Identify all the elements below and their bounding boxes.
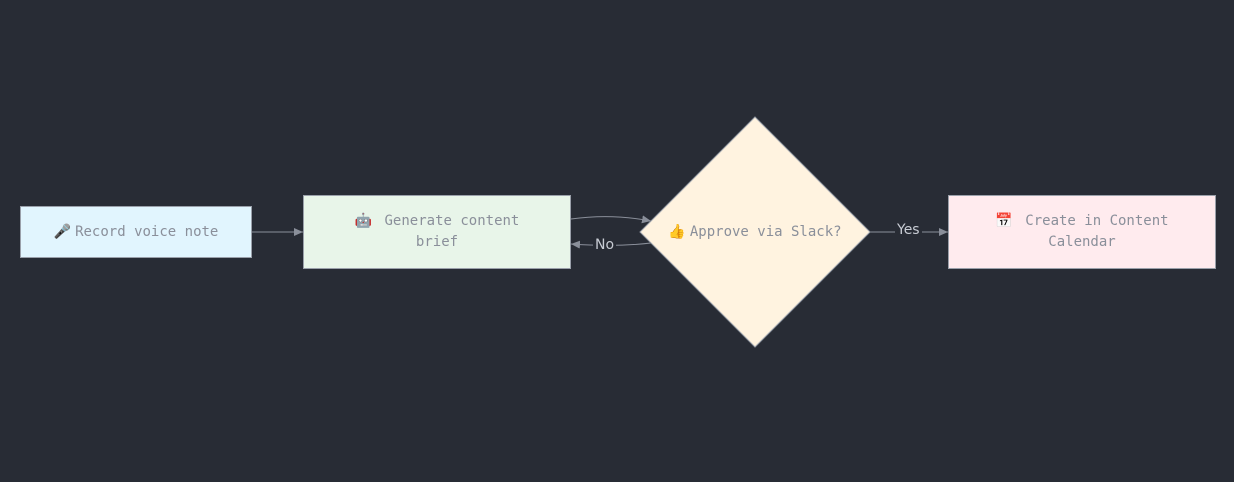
generate-node-text-line2: brief: [415, 234, 459, 250]
create-node-label: 📅 Create in Content Calendar: [948, 195, 1216, 269]
approve-decision-label: 👍 Approve via Slack?: [655, 218, 855, 246]
create-node-text-line2: Calendar: [1048, 234, 1116, 250]
generate-node-label: 🤖 Generate content brief: [303, 195, 571, 269]
record-node-text: Record voice note: [75, 223, 219, 240]
robot-icon: 🤖: [354, 213, 373, 229]
generate-node-shape[interactable]: [303, 195, 571, 269]
calendar-icon: 📅: [995, 213, 1013, 229]
approve-decision-text: Approve via Slack?: [689, 223, 842, 240]
edge-label-no: No: [593, 237, 617, 253]
approve-decision-shape[interactable]: [639, 116, 871, 348]
edge-generate-to-approve: [570, 215, 652, 224]
record-node-label: 🎤 Record voice note: [20, 206, 252, 258]
create-node-shape[interactable]: [948, 195, 1216, 269]
edge-label-yes: Yes: [895, 222, 922, 238]
microphone-icon: 🎤: [53, 223, 72, 240]
record-node-shape[interactable]: [20, 206, 252, 258]
generate-node-text-line1: Generate content: [384, 213, 520, 229]
create-node-text-line1: Create in Content: [1025, 213, 1169, 229]
thumbs-up-icon: 👍: [668, 223, 686, 240]
